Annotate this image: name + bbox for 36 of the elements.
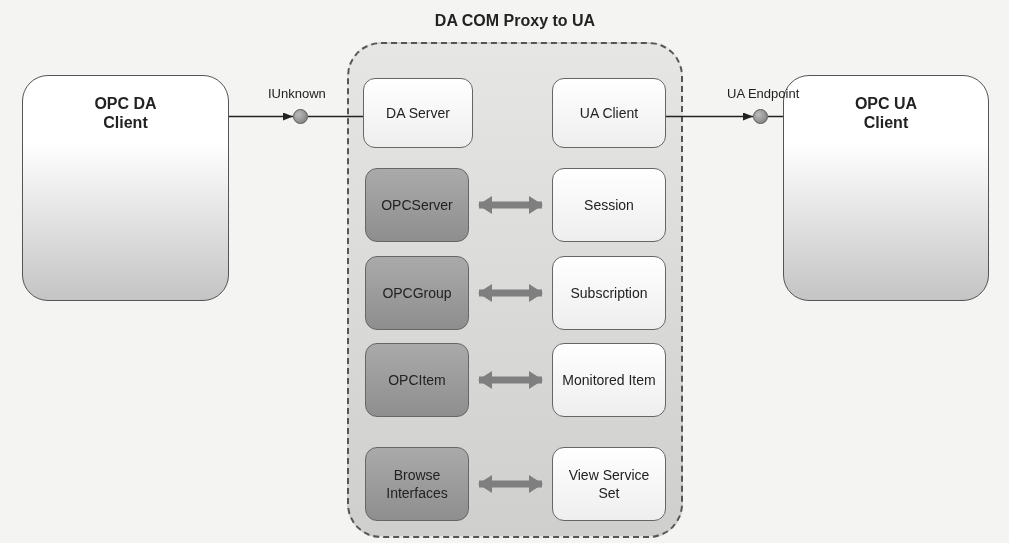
arrow	[665, 112, 754, 121]
interface-label: UA Endpoint	[727, 86, 800, 101]
box-label: OPCGroup	[382, 283, 452, 303]
client-label: OPC UA Client	[853, 94, 919, 133]
client-box	[22, 75, 229, 301]
ua-object-box	[552, 447, 666, 521]
box-label: View Service Set	[567, 465, 651, 503]
box-label: OPCServer	[381, 195, 453, 215]
box-label: UA Client	[579, 103, 639, 123]
double-arrow	[478, 196, 543, 214]
double-arrow	[478, 475, 543, 493]
double-arrow	[478, 371, 543, 389]
com-object-box	[365, 343, 469, 417]
ua-object-box	[552, 256, 666, 330]
box-label: OPCItem	[388, 370, 446, 390]
ua-object-box	[552, 343, 666, 417]
ua-object-box	[363, 78, 473, 148]
com-object-box	[365, 168, 469, 242]
interface-circle	[753, 109, 768, 124]
ua-object-box	[552, 168, 666, 242]
connector-line	[767, 115, 784, 118]
com-object-box	[365, 447, 469, 521]
com-object-box	[365, 256, 469, 330]
box-label: Session	[584, 195, 634, 215]
interface-label: IUnknown	[268, 86, 326, 101]
box-label: Monitored Item	[562, 370, 656, 390]
arrow	[228, 112, 294, 121]
interface-circle	[293, 109, 308, 124]
group-title: DA COM Proxy to UA	[434, 12, 596, 30]
box-label: DA Server	[386, 103, 450, 123]
box-label: Subscription	[570, 283, 648, 303]
double-arrow	[478, 284, 543, 302]
ua-object-box	[552, 78, 666, 148]
connector-line	[307, 115, 364, 118]
box-label: Browse Interfaces	[385, 465, 449, 503]
client-label: OPC DA Client	[93, 94, 158, 133]
